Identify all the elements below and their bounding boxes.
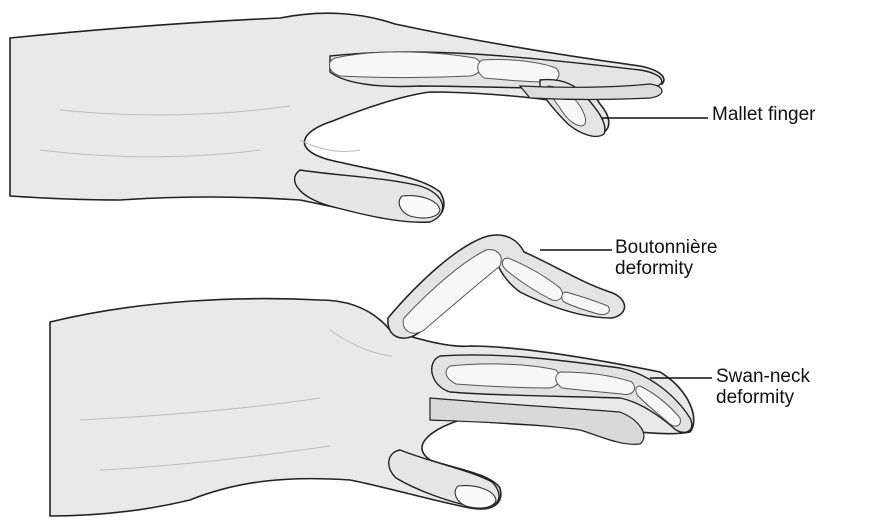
label-boutonniere-line1: Boutonnière [615,237,717,258]
label-boutonniere-line2: deformity [615,258,717,279]
label-boutonniere-deformity: Boutonnière deformity [615,237,717,279]
label-swan-neck-line1: Swan-neck [716,366,810,387]
bottom-hand [50,235,694,516]
top-hand-mallet-finger [10,13,664,222]
label-swan-neck-line2: deformity [716,387,810,408]
top-bone-metacarpal [329,52,481,78]
bottom-hand-body [50,299,694,516]
label-swan-neck-deformity: Swan-neck deformity [716,366,810,408]
swan-neck-bone-proximal [446,364,560,388]
label-mallet-finger: Mallet finger [712,104,816,125]
label-mallet-finger-text: Mallet finger [712,104,816,125]
